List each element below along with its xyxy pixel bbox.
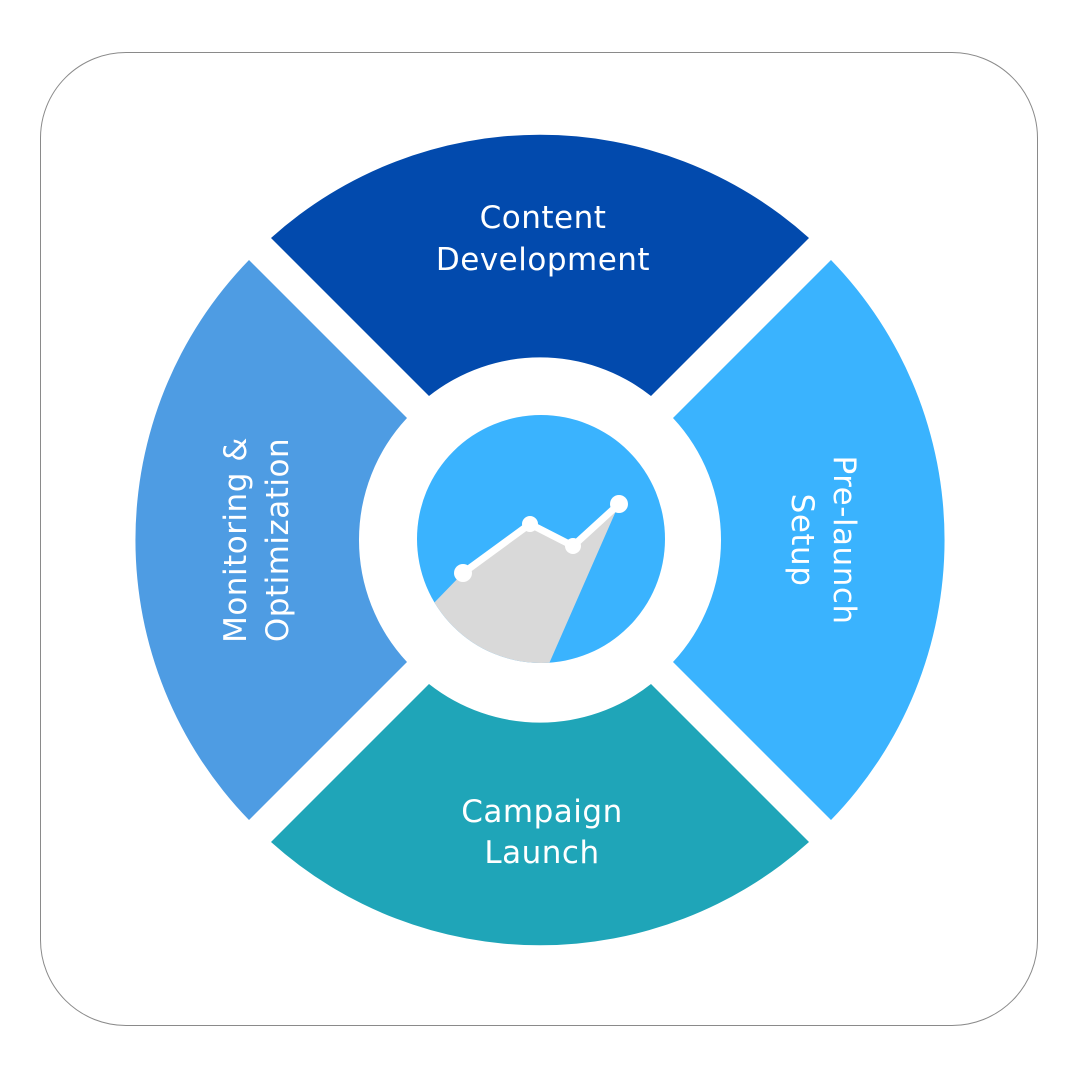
label-monitoring-optimization: Monitoring & Optimization [218,437,296,643]
label-monitoring-optimization-line2: Optimization [260,438,296,642]
trend-point [522,516,538,532]
growth-chart-icon [417,415,665,663]
label-campaign-launch-line1: Campaign [461,794,622,830]
label-pre-launch-setup-line1: Pre-launch [826,455,862,624]
label-campaign-launch-line2: Launch [484,835,599,871]
trend-point [565,538,581,554]
label-content-development-line2: Development [436,242,650,278]
label-pre-launch-setup-line2: Setup [784,494,820,587]
label-pre-launch-setup: Pre-launch Setup [784,455,862,624]
label-content-development-line1: Content [480,200,607,236]
segment-campaign-launch[interactable] [271,684,809,946]
label-campaign-launch: Campaign Launch [461,794,622,871]
trend-line [459,500,623,577]
segment-pre-launch-setup[interactable] [673,260,945,820]
label-monitoring-optimization-line1: Monitoring & [218,437,254,643]
trend-point [454,564,472,582]
segment-content-development[interactable] [271,134,809,396]
label-content-development: Content Development [436,200,650,278]
trend-point [610,495,628,513]
segment-monitoring-optimization[interactable] [135,260,407,820]
